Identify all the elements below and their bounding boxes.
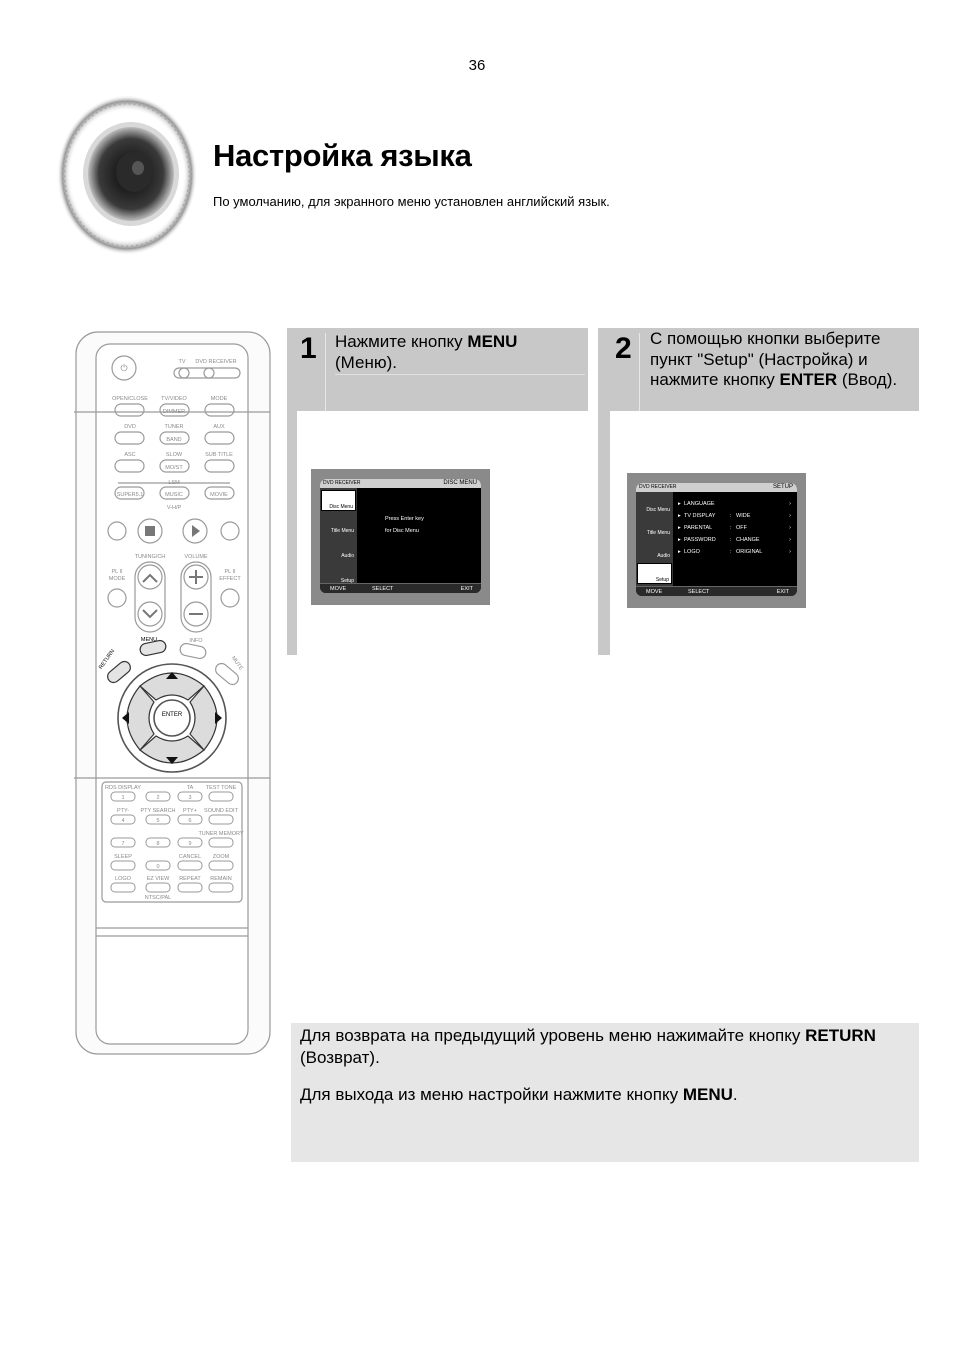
- svg-text:ENTER: ENTER: [162, 712, 183, 718]
- step-1-header: [287, 328, 588, 411]
- step-2-header: [598, 328, 919, 411]
- svg-text:PTY-: PTY-: [117, 808, 129, 814]
- svg-text:NTSC/PAL: NTSC/PAL: [145, 895, 172, 901]
- note-menu: Для выхода из меню настройки нажмите кно…: [300, 1085, 738, 1104]
- power-icon: ⏻: [120, 363, 127, 373]
- svg-text:7: 7: [121, 841, 124, 847]
- svg-text:PL II: PL II: [224, 569, 236, 575]
- svg-text:DVD RECEIVER: DVD RECEIVER: [195, 359, 236, 365]
- step-1-number: 1: [300, 332, 317, 365]
- svg-text:AUX: AUX: [213, 424, 225, 430]
- step-1-text: Нажмите кнопку MENU (Меню).: [335, 332, 518, 372]
- svg-text:ZOOM: ZOOM: [213, 854, 230, 860]
- svg-text:SOUND EDIT: SOUND EDIT: [204, 808, 239, 814]
- menu-key-note: MENU: [682, 1085, 733, 1104]
- svg-text:8: 8: [156, 841, 159, 847]
- svg-text:TEST TONE: TEST TONE: [206, 785, 237, 791]
- svg-text:SLEEP: SLEEP: [114, 854, 132, 860]
- svg-text:V-H/P: V-H/P: [167, 505, 182, 511]
- svg-text:0: 0: [156, 864, 159, 870]
- note-box: Для возврата на предыдущий уровень меню …: [291, 1023, 919, 1162]
- svg-text:TUNING/CH: TUNING/CH: [135, 554, 166, 560]
- svg-text:MODE: MODE: [211, 396, 228, 402]
- svg-text:EFFECT: EFFECT: [219, 576, 241, 582]
- svg-text:SUPER5.1: SUPER5.1: [117, 492, 144, 498]
- menu-key: MENU: [467, 332, 518, 351]
- svg-text:ASC: ASC: [124, 452, 135, 458]
- speaker-icon: [57, 95, 197, 255]
- svg-text:MODE: MODE: [109, 576, 126, 582]
- svg-text:RDS DISPLAY: RDS DISPLAY: [105, 785, 141, 791]
- svg-text:TUNER MEMORY: TUNER MEMORY: [198, 831, 243, 837]
- svg-text:LSM: LSM: [168, 480, 180, 486]
- svg-text:TV/VIDEO: TV/VIDEO: [161, 396, 187, 402]
- svg-text:REMAIN: REMAIN: [210, 876, 231, 882]
- step-1-bar: [287, 411, 297, 655]
- svg-text:VOLUME: VOLUME: [184, 554, 208, 560]
- step-2-bar: [598, 411, 610, 655]
- svg-text:MENU: MENU: [141, 637, 157, 643]
- svg-text:9: 9: [188, 841, 191, 847]
- svg-text:SUB TITLE: SUB TITLE: [205, 452, 233, 458]
- enter-key: ENTER: [779, 370, 838, 389]
- svg-text:EZ VIEW: EZ VIEW: [147, 876, 170, 882]
- step-1-screen: DVD RECEIVER DISC MENU Disc Menu Title M…: [311, 469, 490, 605]
- svg-text:TV: TV: [178, 359, 185, 365]
- step-2-number: 2: [615, 332, 632, 365]
- step-1: 1 Нажмите кнопку MENU (Меню). DVD RECEIV…: [287, 328, 588, 655]
- svg-text:PTY+: PTY+: [183, 808, 197, 814]
- svg-text:MUSIC: MUSIC: [165, 492, 183, 498]
- svg-text:2: 2: [156, 795, 159, 801]
- svg-text:PL II: PL II: [111, 569, 123, 575]
- remote-control-illustration: ⏻ TV DVD RECEIVER OPEN/CLOSE TV/VIDEO MO…: [74, 331, 271, 1055]
- svg-text:6: 6: [188, 818, 191, 824]
- svg-text:REPEAT: REPEAT: [179, 876, 201, 882]
- svg-text:OPEN/CLOSE: OPEN/CLOSE: [112, 396, 148, 402]
- svg-text:MOVIE: MOVIE: [210, 492, 228, 498]
- svg-text:CANCEL: CANCEL: [179, 854, 201, 860]
- return-key: RETURN: [805, 1026, 876, 1045]
- step-2: 2 С помощью кнопки выберите пункт "Setup…: [598, 328, 919, 655]
- svg-text:TA: TA: [187, 785, 194, 791]
- svg-text:4: 4: [121, 818, 124, 824]
- svg-text:LOGO: LOGO: [115, 876, 132, 882]
- svg-text:BAND: BAND: [166, 437, 181, 443]
- svg-text:INFO: INFO: [189, 638, 203, 644]
- svg-text:TUNER: TUNER: [165, 424, 184, 430]
- page-title: Настройка языка: [213, 138, 472, 173]
- svg-text:DIMMER: DIMMER: [163, 409, 185, 415]
- svg-text:3: 3: [188, 795, 191, 801]
- page-subtitle: По умолчанию, для экранного меню установ…: [213, 194, 610, 209]
- page-number: 36: [468, 57, 486, 74]
- svg-text:PTY SEARCH: PTY SEARCH: [140, 808, 175, 814]
- note-return: Для возврата на предыдущий уровень меню …: [300, 1026, 876, 1067]
- svg-text:MO/ST: MO/ST: [165, 465, 183, 471]
- step-2-screen: DVD RECEIVER SETUP Disc Menu Title Menu …: [627, 473, 806, 608]
- svg-text:DVD: DVD: [124, 424, 136, 430]
- svg-text:5: 5: [156, 818, 159, 824]
- svg-text:1: 1: [121, 795, 124, 801]
- svg-text:SLOW: SLOW: [166, 452, 183, 458]
- step-2-text: С помощью кнопки выберите пункт "Setup" …: [650, 329, 898, 389]
